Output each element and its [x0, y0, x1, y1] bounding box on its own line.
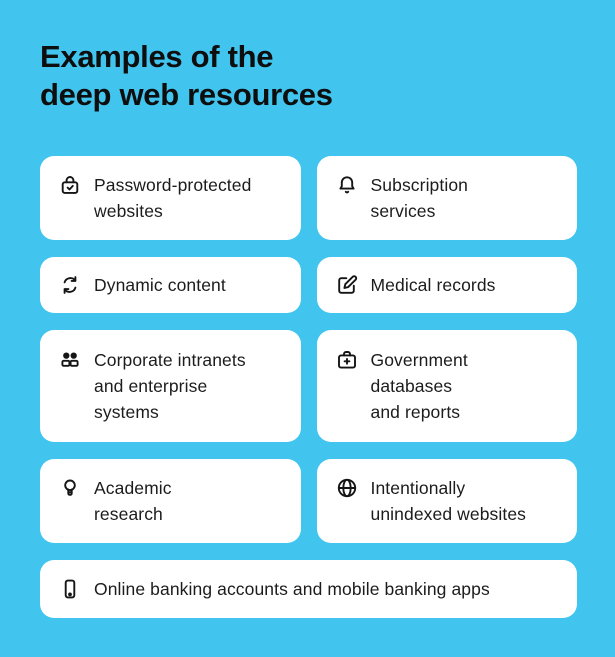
lightbulb-icon: [58, 476, 82, 500]
card-label: Password-protected websites: [94, 175, 252, 221]
page-title: Examples of the deep web resources: [40, 39, 333, 112]
refresh-icon: [58, 273, 82, 297]
card-label: Subscription services: [370, 175, 469, 221]
card-password-protected-websites: Password-protected websites: [40, 156, 301, 240]
card-online-banking: Online banking accounts and mobile banki…: [40, 560, 577, 618]
card-dynamic-content: Dynamic content: [40, 257, 301, 313]
users-icon: [58, 348, 82, 372]
bell-icon: [335, 173, 359, 197]
card-label: Medical records: [370, 275, 496, 295]
card-medical-records: Medical records: [316, 257, 577, 313]
lock-check-icon: [58, 173, 82, 197]
briefcase-plus-icon: [335, 348, 359, 372]
card-label: Intentionally unindexed websites: [370, 478, 527, 524]
card-label: Online banking accounts and mobile banki…: [94, 579, 490, 599]
card-academic-research: Academic research: [40, 459, 301, 543]
card-label: Academic research: [94, 478, 172, 524]
card-subscription-services: Subscription services: [316, 156, 577, 240]
card-label: Dynamic content: [94, 275, 226, 295]
edit-icon: [335, 273, 359, 297]
card-corporate-intranets: Corporate intranets and enterprise syste…: [40, 330, 301, 442]
card-government-databases: Government databases and reports: [316, 330, 577, 442]
card-label: Corporate intranets and enterprise syste…: [94, 350, 246, 422]
cards-row-3: Corporate intranets and enterprise syste…: [40, 330, 577, 442]
card-intentionally-unindexed: Intentionally unindexed websites: [316, 459, 577, 543]
cards-row-1: Password-protected websites Subscription…: [40, 156, 577, 240]
cards-grid: Password-protected websites Subscription…: [40, 156, 577, 618]
card-label: Government databases and reports: [370, 350, 468, 422]
cards-row-2: Dynamic content Medical records: [40, 257, 577, 313]
cards-row-5: Online banking accounts and mobile banki…: [40, 560, 577, 618]
cards-row-4: Academic research Intentionally unindexe…: [40, 459, 577, 543]
globe-icon: [335, 476, 359, 500]
smartphone-icon: [58, 577, 82, 601]
